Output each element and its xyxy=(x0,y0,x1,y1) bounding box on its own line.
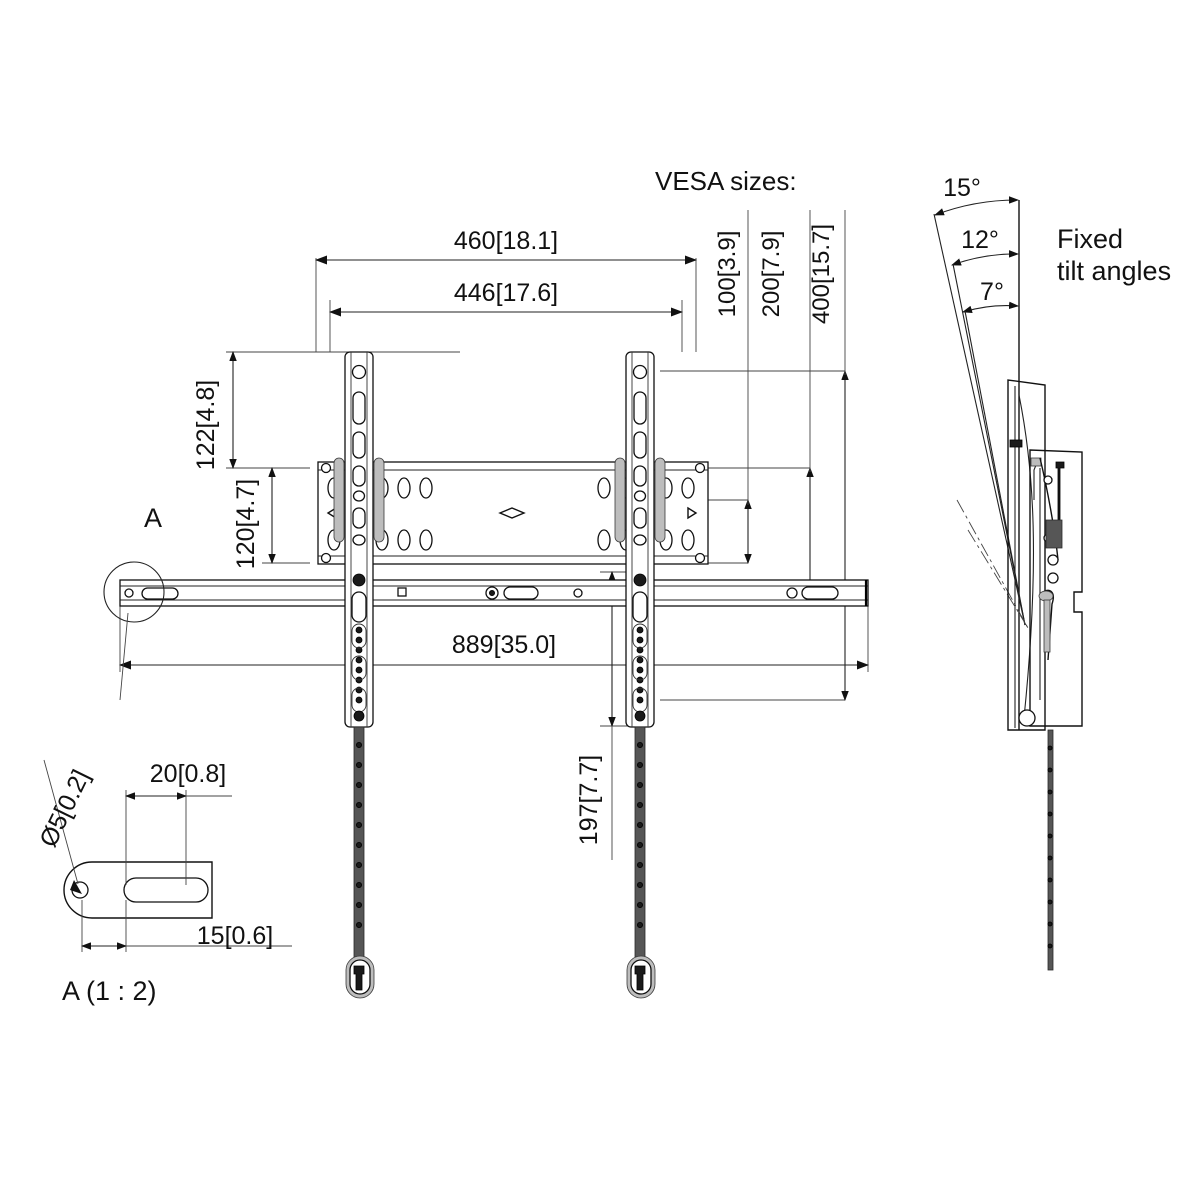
side-view xyxy=(933,196,1083,971)
dimension-label-strip-drop: 197[7.7] xyxy=(575,755,603,845)
detail-label-slot-offset: 20[0.8] xyxy=(150,760,226,788)
tilt-angle-label-12: 12° xyxy=(961,226,999,254)
dimension-122-120 xyxy=(226,351,350,564)
detail-view-a xyxy=(43,759,292,952)
vesa-label-400: 400[15.7] xyxy=(808,224,835,324)
tilt-angle-label-15: 15° xyxy=(943,174,981,202)
dimension-label-height-lower: 120[4.7] xyxy=(232,479,260,569)
tilt-angle-label-7: 7° xyxy=(980,278,1004,306)
fixed-tilt-label-line2: tilt angles xyxy=(1057,256,1171,286)
vesa-label-100: 100[3.9] xyxy=(714,231,741,318)
vesa-sizes-title: VESA sizes: xyxy=(655,166,797,196)
dimension-label-height-upper: 122[4.8] xyxy=(192,380,220,470)
detail-label-slot-width: 15[0.6] xyxy=(197,922,273,950)
fixed-tilt-label-line1: Fixed xyxy=(1057,224,1123,254)
dimension-label-width-outer: 460[18.1] xyxy=(454,227,558,255)
detail-callout-label: A xyxy=(144,503,162,533)
wall-rail xyxy=(119,579,869,607)
detail-label-hole-diameter: Ø5[0.2] xyxy=(34,766,95,852)
detail-view-title: A (1 : 2) xyxy=(62,976,157,1006)
vertical-strip-left xyxy=(333,351,385,999)
dimension-label-rail-width: 889[35.0] xyxy=(452,631,556,659)
dimension-label-width-inner: 446[17.6] xyxy=(454,279,558,307)
detail-callout-a xyxy=(103,561,165,701)
vertical-strip-right xyxy=(614,351,666,999)
vesa-label-200: 200[7.9] xyxy=(758,231,785,318)
